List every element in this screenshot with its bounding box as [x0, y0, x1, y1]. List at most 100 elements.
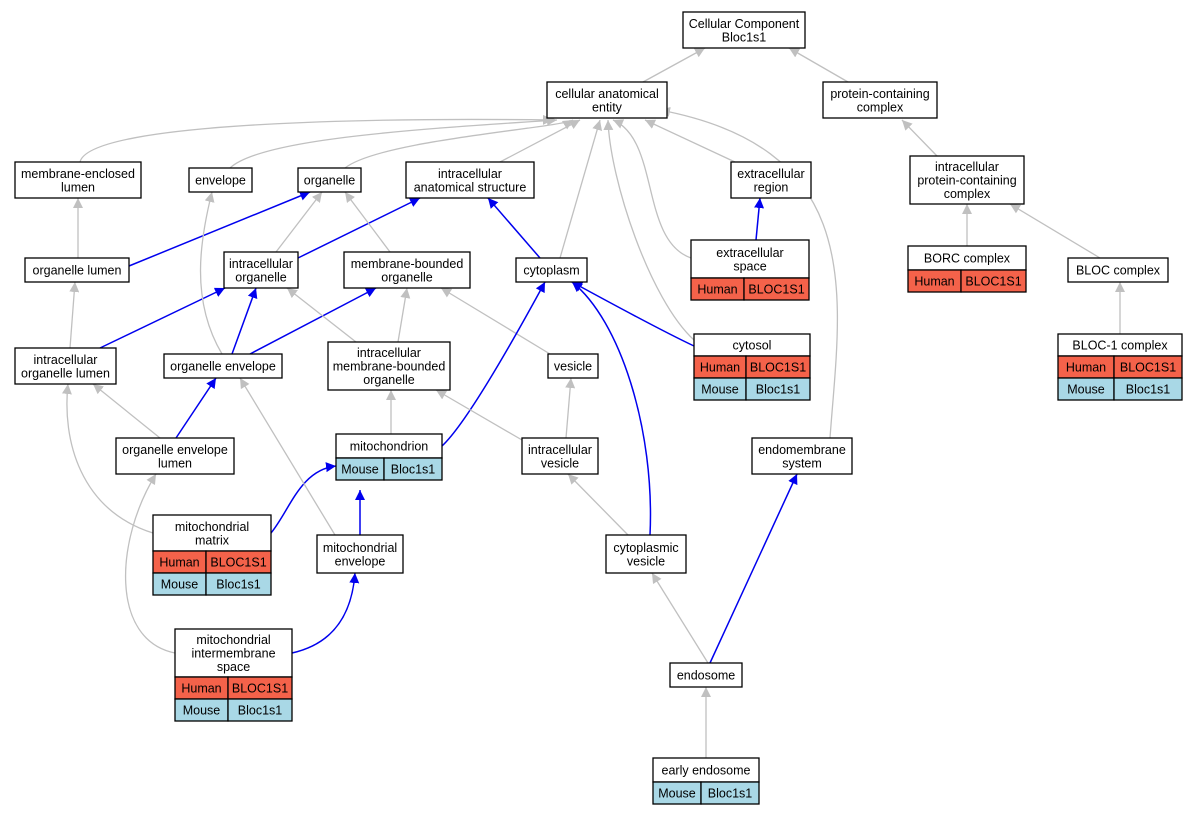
term-label: organelle envelope — [122, 443, 228, 457]
gene-label: Bloc1s1 — [1126, 383, 1171, 397]
term-box — [174, 628, 293, 678]
is-a-edge-mm-to-iol — [61, 383, 154, 534]
is-a-edge-iol-to-orgl — [69, 281, 80, 349]
species-label: Mouse — [701, 383, 739, 397]
term-node-eendo[interactable]: early endosome — [652, 757, 760, 783]
part-of-edge-endo-to-ems — [709, 473, 798, 664]
term-box — [335, 433, 443, 459]
term-label: organelle — [235, 270, 286, 284]
term-label: vesicle — [541, 456, 579, 470]
is-a-edge-imbo-to-iorg — [286, 287, 357, 343]
term-node-bloc1[interactable]: BLOC-1 complex — [1057, 333, 1183, 357]
edge-layer — [61, 47, 1125, 758]
term-label: intracellular — [229, 257, 293, 271]
term-node-org[interactable]: organelle — [297, 167, 362, 193]
is-a-edge-imbo-to-mbo — [397, 287, 411, 343]
term-label: protein-containing — [917, 174, 1016, 188]
term-label: envelope — [335, 554, 386, 568]
is-a-edge-env-to-cae — [229, 115, 558, 169]
is-a-edge-cytosol-to-cae — [603, 119, 695, 341]
is-a-edge-exr-to-cae — [644, 119, 736, 163]
term-box — [730, 161, 812, 199]
term-label: complex — [944, 187, 991, 201]
gene-cell — [205, 572, 272, 596]
term-node-bloc[interactable]: BLOC complex — [1067, 257, 1169, 283]
term-box — [907, 245, 1027, 271]
term-label: cellular anatomical — [555, 87, 659, 101]
term-node-endo[interactable]: endosome — [669, 662, 743, 688]
term-label: mitochondrion — [350, 440, 429, 454]
part-of-edge-iol-to-iorg — [99, 287, 226, 349]
gene-label: BLOC1S1 — [750, 361, 806, 375]
gene-cell — [700, 781, 760, 805]
term-label: membrane-bounded — [351, 257, 464, 271]
term-label: Bloc1s1 — [722, 30, 767, 44]
term-label: BORC complex — [924, 252, 1011, 266]
term-label: protein-containing — [830, 87, 929, 101]
term-node-cyto[interactable]: cytoplasm — [515, 257, 588, 283]
is-a-edge-mis-to-oel — [125, 473, 176, 654]
term-node-borc[interactable]: BORC complex — [907, 245, 1027, 271]
is-a-edge-cves-to-ives — [567, 473, 629, 536]
term-node-oenv[interactable]: organelle envelope — [163, 353, 283, 379]
is-a-edge-ives-to-imbo — [435, 389, 523, 441]
is-a-edge-endo-to-cves — [651, 572, 709, 664]
gene-cell — [227, 698, 293, 722]
term-node-env[interactable]: envelope — [188, 167, 253, 193]
term-label: envelope — [195, 174, 246, 188]
term-label: intracellular — [528, 443, 592, 457]
term-box — [327, 341, 451, 391]
term-label: BLOC-1 complex — [1072, 339, 1168, 353]
species-label: Mouse — [161, 578, 199, 592]
is-a-edge-ives-to-ves — [565, 377, 576, 439]
annotation-row-mouse: Mouse Bloc1s1 — [152, 572, 272, 596]
is-a-edge-ipcc-to-pcc — [901, 119, 938, 157]
term-node-cytosol[interactable]: cytosol — [693, 333, 811, 357]
gene-label: Bloc1s1 — [216, 578, 261, 592]
part-of-edge-mis-to-menv — [291, 572, 360, 654]
term-label: organelle lumen — [33, 264, 122, 278]
term-label: complex — [857, 100, 904, 114]
term-label: cytosol — [733, 339, 772, 353]
term-label: early endosome — [662, 764, 751, 778]
part-of-edge-mm-to-mito — [270, 462, 337, 534]
term-label: cytoplasmic — [613, 541, 678, 555]
term-node-mito[interactable]: mitochondrion — [335, 433, 443, 459]
term-node-orgl[interactable]: organelle lumen — [24, 257, 130, 283]
gene-cell — [743, 277, 810, 301]
part-of-edge-oenv-to-iorg — [231, 287, 258, 355]
part-of-edge-mito-to-cyto — [441, 281, 546, 447]
is-a-edge-oel-to-iol — [92, 383, 161, 439]
term-box — [152, 514, 272, 552]
is-a-edge-mel-to-cae — [79, 114, 554, 163]
term-box — [909, 155, 1025, 205]
is-a-edge-org-to-cae — [344, 119, 574, 169]
term-node-ves[interactable]: vesicle — [547, 353, 599, 379]
gene-cell — [745, 377, 811, 401]
species-label: Human — [159, 556, 199, 570]
species-label: Mouse — [341, 463, 379, 477]
